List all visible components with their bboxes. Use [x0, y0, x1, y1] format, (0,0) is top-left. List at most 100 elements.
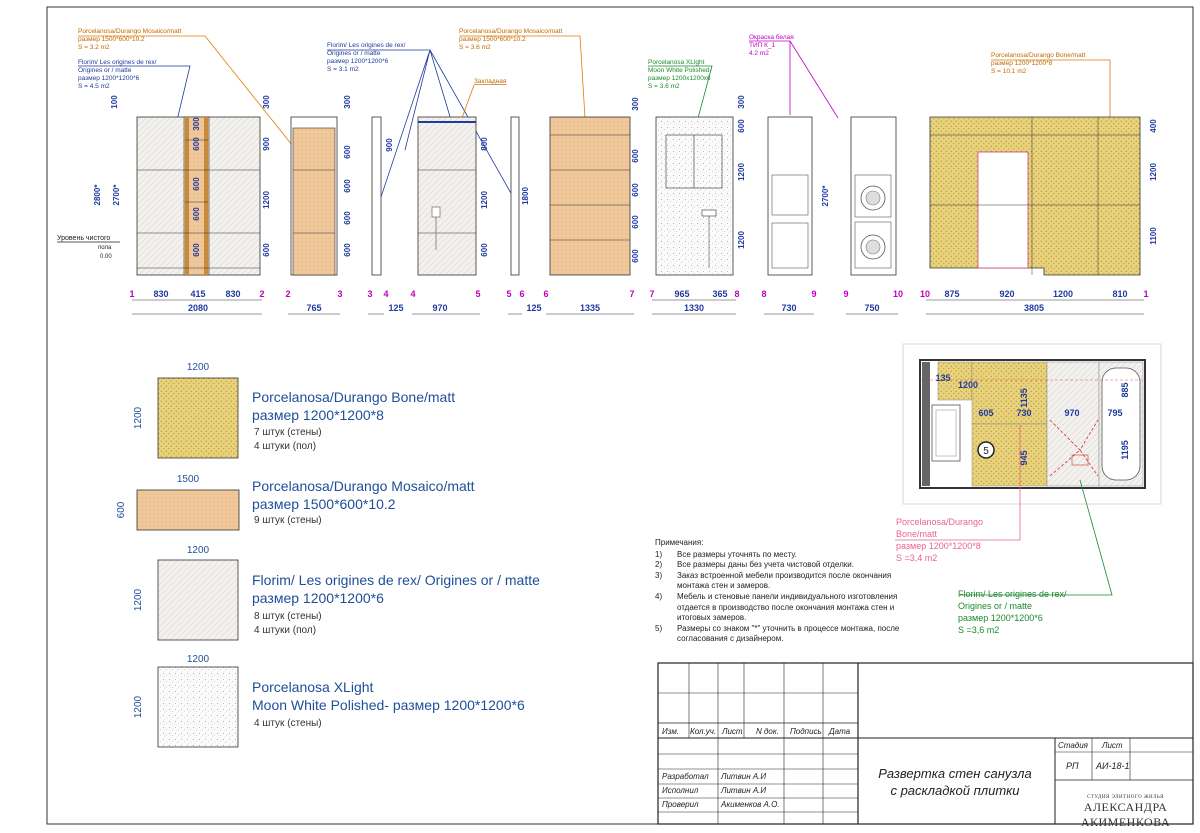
- legend-qty-xlight: 4 штук (стены): [254, 717, 322, 731]
- hdim-e7-total: 1330: [684, 303, 704, 313]
- drawing-title-line2: с раскладкой плитки: [890, 783, 1020, 798]
- plan-dim: 135: [935, 373, 950, 383]
- plan-dim: 945: [1019, 450, 1029, 465]
- drawing-title: Развертка стен санузла с раскладкой плит…: [860, 765, 1050, 799]
- legend-w-4: 1200: [187, 654, 210, 665]
- label-florim-1: Florim/ Les origines de rex/Origines or …: [78, 59, 157, 90]
- vdim-e4: 1200: [480, 191, 489, 209]
- level-label: Уровень чистого: [57, 235, 110, 242]
- level-label2: пола: [98, 245, 112, 251]
- hdim-e7: 365: [712, 289, 727, 299]
- legend-w-3: 1200: [187, 545, 210, 556]
- hdim-e5: 125: [526, 303, 541, 313]
- swatch-florim: [157, 559, 239, 641]
- note-item: 3)Заказ встроенной мебели производится п…: [655, 571, 920, 592]
- legend-xlight-line1: Porcelanosa XLight: [252, 679, 374, 695]
- hdim-e6: 1335: [580, 303, 600, 313]
- drawing-title-line1: Развертка стен санузла: [878, 766, 1032, 781]
- axis-marker: 3: [367, 289, 372, 299]
- axis-marker: 6: [519, 289, 524, 299]
- note-text: Все размеры даны без учета чистовой отде…: [677, 560, 854, 570]
- elevation-5: [510, 116, 520, 276]
- vdim-e10: 1200: [1149, 163, 1158, 181]
- note-text: Заказ встроенной мебели производится пос…: [677, 570, 892, 591]
- vdim-e1: 600: [192, 137, 201, 151]
- axis-marker: 10: [920, 289, 930, 299]
- floor-level-marker: Уровень чистого пола 0.00: [57, 235, 120, 260]
- axis-marker: 6: [543, 289, 548, 299]
- vdim-e3: 300: [343, 95, 352, 109]
- vdim-wall: 2700*: [112, 184, 121, 206]
- note-num: 2): [655, 560, 663, 570]
- legend-mosaico-line1: Porcelanosa/Durango Mosaico/matt: [252, 478, 475, 494]
- legend-mosaico-q1: 9 штук (стены): [254, 515, 322, 526]
- vdim-e7: 1200: [737, 163, 746, 181]
- dimension-lines: [132, 299, 1144, 315]
- axis-marker: 1: [1143, 289, 1148, 299]
- legend-w-1: 1200: [187, 362, 210, 373]
- legend-bone-line2: размер 1200*1200*8: [252, 407, 384, 423]
- note-item: 5)Размеры со знаком "*" уточнить в проце…: [655, 624, 920, 645]
- elevation-6: [549, 116, 631, 276]
- axis-marker: 10: [893, 289, 903, 299]
- axis-marker: 4: [410, 289, 415, 299]
- tb-h-data: Дата: [829, 727, 851, 736]
- tb-sheet-h: Лист: [1102, 741, 1123, 750]
- axis-marker: 4: [383, 289, 388, 299]
- tb-h-podp: Подпись: [790, 727, 822, 736]
- vdim-e10: 400: [1149, 119, 1158, 133]
- vdim-e6: 600: [631, 249, 640, 263]
- legend-title-florim: Florim/ Les origines de rex/ Origines or…: [252, 571, 540, 607]
- vdim-e3: 600: [343, 145, 352, 159]
- note-num: 1): [655, 549, 663, 559]
- vdim-e3: 600: [343, 211, 352, 225]
- plan-dim: 605: [978, 408, 993, 418]
- legend-h-4: 1200: [133, 695, 144, 718]
- swatch-xlight: [157, 666, 239, 748]
- hdim-e10: 875: [944, 289, 959, 299]
- hdim-e8: 730: [781, 303, 796, 313]
- note-num: 5): [655, 623, 663, 633]
- tb-h-list: Лист: [722, 727, 743, 736]
- legend-h-1: 1200: [133, 406, 144, 429]
- vdim-e3: 600: [343, 179, 352, 193]
- vdim-e2: 900: [262, 137, 271, 151]
- plan-dim: 795: [1107, 408, 1122, 418]
- plan-dim: 1195: [1120, 440, 1130, 460]
- notes: Примечания: 1)Все размеры уточнять по ме…: [655, 538, 920, 645]
- note-item: 2) Все размеры даны без учета чистовой от…: [655, 560, 920, 571]
- vdim-e8: 2700*: [821, 185, 830, 207]
- hdim-e2: 765: [306, 303, 321, 313]
- vdim-e2: 600: [262, 243, 271, 257]
- tb-r2-role: Исполнил: [662, 786, 699, 795]
- axis-marker: 3: [337, 289, 342, 299]
- label-florim-2: Florim/ Les origines de rex/Origines or …: [327, 42, 406, 73]
- legend-title-mosaico: Porcelanosa/Durango Mosaico/matt размер …: [252, 477, 475, 513]
- tb-stage-h: Стадия: [1058, 741, 1088, 750]
- note-item: 1)Все размеры уточнять по месту.: [655, 550, 920, 561]
- legend-xlight-line2: Moon White Polished- размер 1200*1200*6: [252, 697, 525, 713]
- note-text: Мебель и стеновые панели индивидуального…: [677, 591, 898, 623]
- swatch-bone: [157, 377, 239, 459]
- tb-stage: РП: [1066, 761, 1079, 771]
- vdim-e6: 300: [631, 97, 640, 111]
- label-zakladnaya: Закладная: [474, 78, 507, 85]
- hdim-e10: 920: [999, 289, 1014, 299]
- vdim-e1: 600: [192, 207, 201, 221]
- tile-legend: 1200 1200 1500 600 1200 1200 1200 1200: [116, 362, 240, 748]
- hdim-e9: 750: [864, 303, 879, 313]
- elevation-10: [929, 116, 1141, 276]
- plan-dim: 885: [1120, 382, 1130, 397]
- legend-bone-line1: Porcelanosa/Durango Bone/matt: [252, 389, 456, 405]
- sheet-frame: [46, 6, 1194, 825]
- axis-marker: 9: [811, 289, 816, 299]
- vdim-e2: 300: [262, 95, 271, 109]
